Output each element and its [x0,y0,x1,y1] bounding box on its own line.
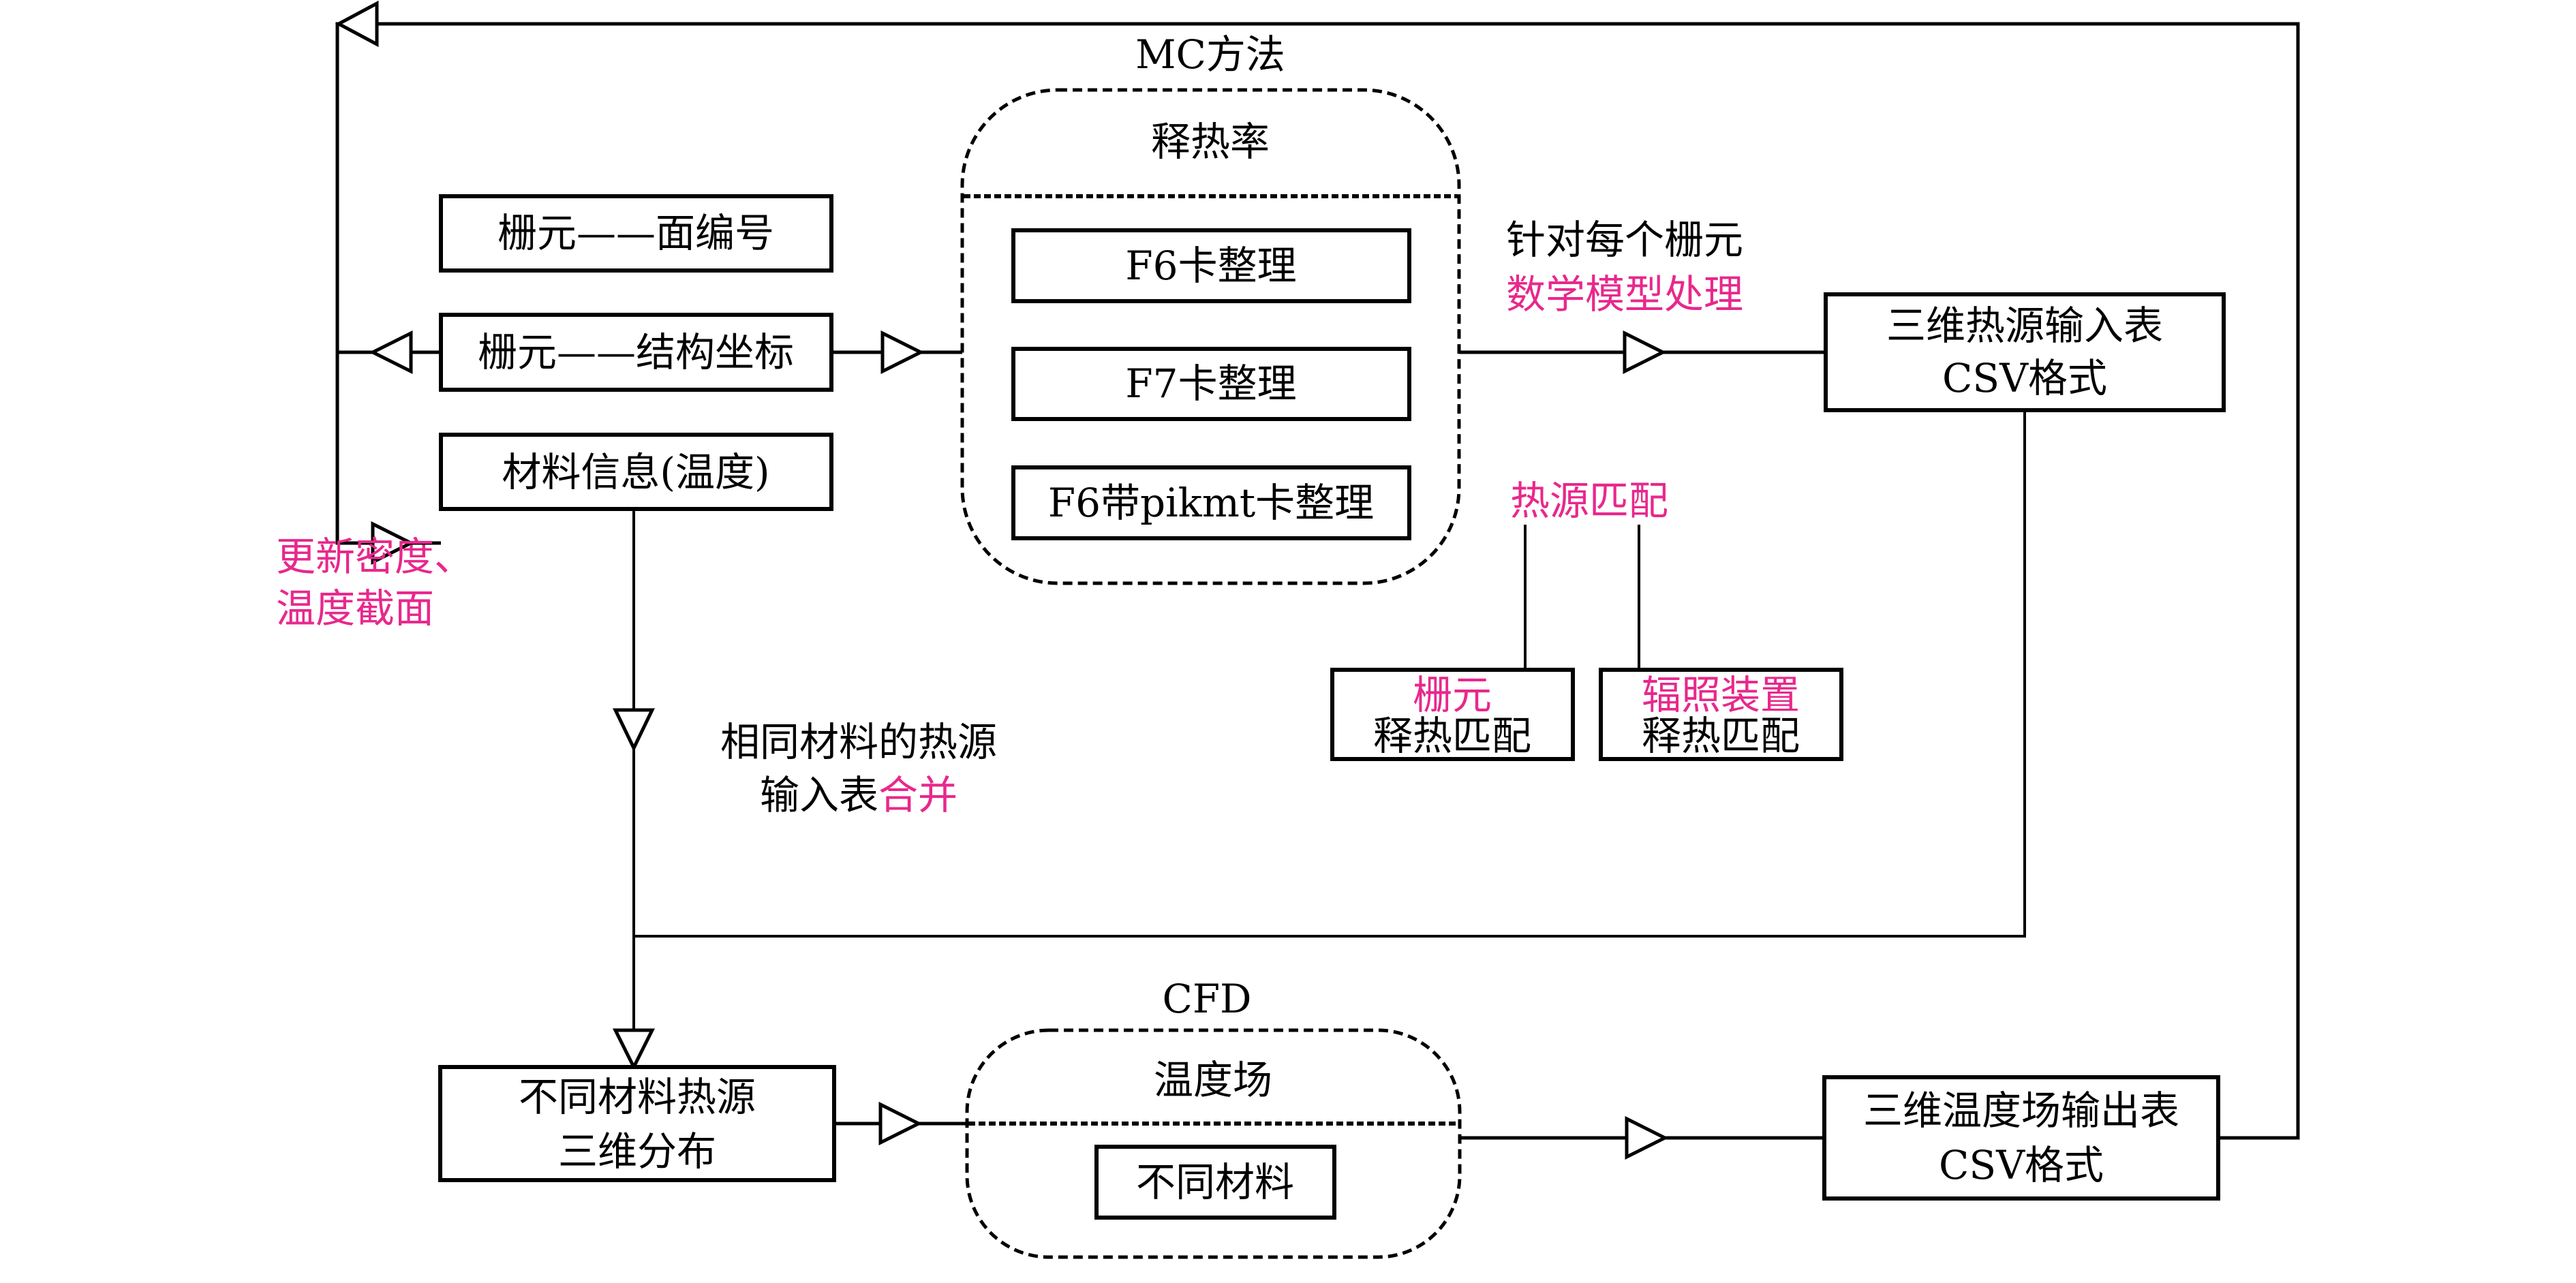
device-match-line1: 辐照装置 [1642,672,1800,718]
mc-card-f7 [1011,347,1411,421]
per-cell-note-line1: 针对每个栅元 [1506,217,1743,263]
arrow-right-material-icon [371,521,415,566]
cell-match-line1: 栅元 [1413,672,1492,718]
output-table-line1: 三维温度场输出表 [1863,1087,2179,1134]
face-number-label: 栅元——面编号 [497,210,774,256]
arrow-down-merge-icon [613,708,655,752]
merge-note-line1: 相同材料的热源 [720,719,997,765]
input-table-line1: 三维热源输入表 [1886,303,2163,349]
device-heat-match-box: 辐照装置 释热匹配 [1599,668,1843,761]
temperature-output-table-box: 三维温度场输出表 CSV格式 [1822,1075,2220,1201]
material-info-label: 材料信息(温度) [502,449,769,495]
distribution-box: 不同材料热源 三维分布 [438,1065,836,1182]
face-number-box: 栅元——面编号 [439,194,833,273]
arrow-down-distribution-icon [612,1028,656,1071]
cell-heat-match-box: 栅元 释热匹配 [1330,668,1575,761]
arrow-right-to-mc-icon [880,330,925,375]
device-match-line2: 释热匹配 [1642,713,1800,759]
feedback-loop-line [335,22,2300,1140]
arrow-left-structure-icon [369,330,413,375]
structure-coords-label: 栅元——结构坐标 [478,329,794,375]
cfd-card-label: 不同材料 [1136,1159,1294,1205]
mc-capsule-outline [960,88,1461,585]
mc-card-f6-pikmt-label: F6带pikmt卡整理 [1048,480,1374,526]
merge-note-black: 输入表 [760,772,878,818]
distribution-line1: 不同材料热源 [519,1074,756,1120]
material-info-box: 材料信息(温度) [439,433,833,511]
mc-card-f6 [1011,228,1411,303]
mc-method-group: MC方法 释热率 F6卡整理 F7卡整理 F6带pikmt卡整理 [960,31,1461,585]
arrow-right-to-input-table-icon [1623,330,1667,375]
mc-method-title: MC方法 [1135,31,1285,78]
cfd-group: CFD 温度场 不同材料 [965,976,1462,1259]
mc-card-f6-label: F6卡整理 [1125,243,1296,289]
output-table-line2: CSV格式 [1939,1142,2104,1188]
update-note-line2: 温度截面 [276,585,434,632]
cfd-capsule-outline [965,1028,1462,1259]
cfd-header-label: 温度场 [1154,1057,1272,1103]
cell-match-line2: 释热匹配 [1373,713,1531,759]
input-table-line2: CSV格式 [1942,355,2107,401]
arrow-left-top-icon [335,0,379,48]
heat-source-match-label: 热源匹配 [1510,478,1668,524]
merge-note-pink: 合并 [878,772,957,818]
heat-source-input-table-box: 三维热源输入表 CSV格式 [1824,292,2226,412]
mc-card-f6-pikmt [1011,465,1411,540]
input-table-to-merge-line [634,410,2026,938]
mc-card-f7-label: F7卡整理 [1125,360,1296,407]
cfd-title: CFD [1162,976,1251,1022]
arrow-right-to-output-icon [1625,1115,1669,1160]
cfd-card [1094,1145,1336,1220]
mc-header-label: 释热率 [1151,119,1270,165]
merge-note-line2: 输入表合并 [760,772,957,818]
arrow-right-to-cfd-icon [878,1101,923,1146]
per-cell-note-line2: 数学模型处理 [1506,271,1743,318]
distribution-line2: 三维分布 [558,1128,716,1175]
structure-coords-box: 栅元——结构坐标 [439,313,833,392]
update-note-line1: 更新密度、 [276,534,474,580]
